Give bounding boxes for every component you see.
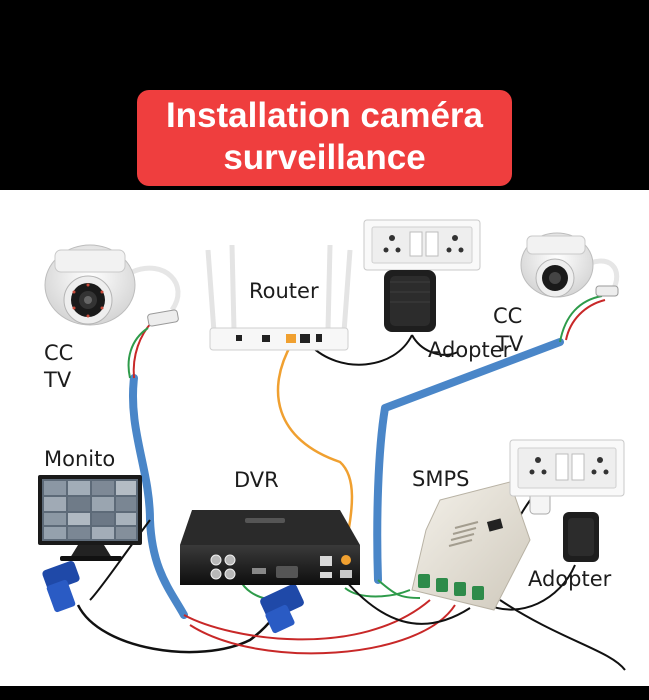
monitor — [38, 475, 142, 561]
camera-left-green-lead — [127, 327, 149, 379]
label-cctv-right-line2: TV — [495, 332, 524, 356]
vga-connector-dvr — [260, 583, 304, 634]
label-cctv-left-line2: TV — [43, 368, 72, 392]
coax-cable-right — [373, 338, 564, 584]
power-red-wire-2 — [189, 604, 456, 655]
cctv-camera-left — [44, 244, 179, 327]
camera-left-red-lead — [132, 321, 153, 379]
cables — [76, 258, 626, 671]
label-cctv-right-line1: CC — [493, 304, 522, 328]
power-adapter-bottom — [563, 512, 599, 562]
label-cctv-left-line1: CC — [44, 341, 73, 365]
label-monitor: Monito — [44, 447, 115, 471]
vga-connector-monitor — [42, 560, 80, 613]
label-adapter-bottom: Adopter — [528, 567, 612, 591]
title-line-2: surveillance — [223, 138, 426, 177]
signal-green-wire-3 — [377, 579, 421, 599]
smps-power-supply — [411, 481, 531, 611]
ir-leds-left — [72, 283, 104, 318]
dvr-recorder — [180, 510, 360, 585]
router — [205, 244, 353, 351]
coax-cable-left — [129, 374, 188, 619]
power-red-wire-1 — [183, 599, 431, 641]
wall-socket-bottom — [509, 439, 625, 497]
monitor-camera-tiles — [44, 481, 136, 539]
smps-vent-slots — [448, 521, 479, 547]
cctv-camera-right — [520, 232, 619, 298]
power-adapter-top — [384, 270, 436, 332]
camera-right-red-lead — [565, 299, 606, 341]
label-router: Router — [249, 279, 319, 303]
title-banner: Installation caméra surveillance — [137, 90, 512, 186]
label-smps: SMPS — [412, 467, 469, 491]
wall-socket-top — [363, 219, 481, 271]
title-line-1: Installation caméra — [165, 96, 484, 135]
power-black-wire-3 — [485, 564, 576, 611]
component-labels: Router CC TV CC TV Adopter Monito DVR SM… — [43, 279, 612, 591]
signal-green-wire-2 — [344, 587, 411, 598]
adapter-top-cable-2 — [411, 334, 459, 356]
camera-left-cable — [131, 265, 181, 312]
smps-output-terminals — [418, 574, 484, 600]
power-black-wire-2 — [499, 599, 626, 671]
camera-right-green-lead — [559, 295, 603, 343]
power-black-wire-1 — [344, 579, 471, 625]
label-adapter-top: Adopter — [428, 338, 512, 362]
dvr-bnc-ports — [210, 554, 236, 580]
adapter-top-cable — [309, 334, 413, 366]
label-dvr: DVR — [234, 468, 279, 492]
lan-cable — [276, 342, 354, 553]
